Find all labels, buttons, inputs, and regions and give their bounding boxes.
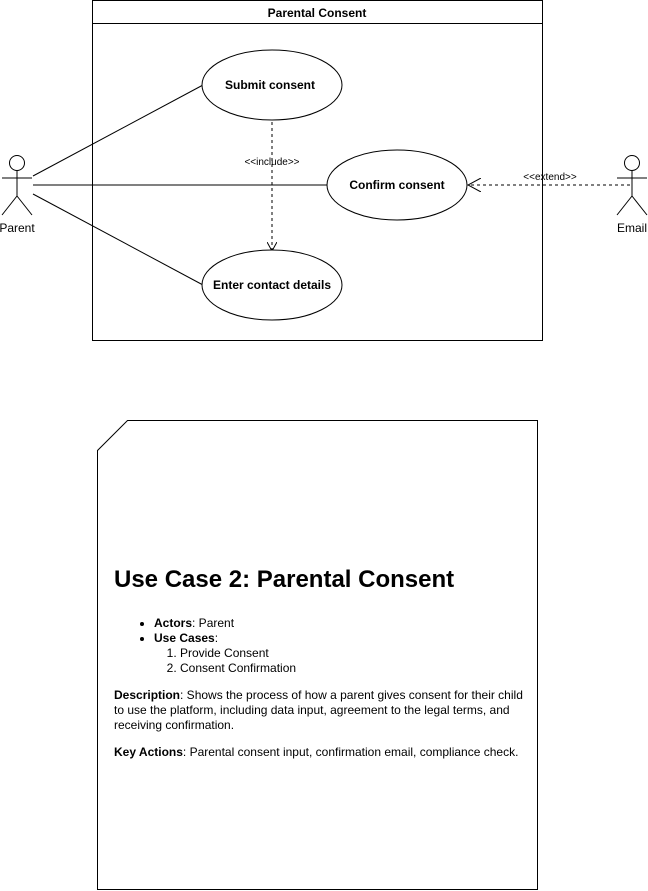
actors-value: : Parent	[192, 616, 235, 630]
stick-figure-icon	[1, 155, 33, 216]
note-title: Use Case 2: Parental Consent	[114, 566, 455, 593]
note-content: Use Case 2: Parental Consent Actors: Par…	[114, 566, 526, 760]
stick-figure-icon	[616, 155, 648, 216]
use-case-confirm-label: Confirm consent	[349, 178, 444, 192]
note-card[interactable]	[97, 420, 538, 890]
include-label: <<include>>	[244, 157, 299, 168]
use-cases-label: Use Cases	[154, 631, 215, 645]
use-case-submit-label: Submit consent	[225, 78, 315, 92]
use-case-item: Consent Confirmation	[180, 661, 526, 676]
association-parent-submit[interactable]	[32, 84, 204, 177]
boundary-title: Parental Consent	[268, 6, 367, 20]
note-key-actions: Key Actions: Parental consent input, con…	[114, 745, 526, 760]
extend-label: <<extend>>	[523, 172, 577, 183]
key-actions-text: : Parental consent input, confirmation e…	[182, 745, 519, 759]
actor-email-label: Email	[617, 221, 647, 235]
actor-email[interactable]	[616, 155, 648, 216]
key-actions-label: Key Actions	[114, 745, 183, 759]
association-parent-enter[interactable]	[32, 193, 204, 286]
note-actors-item: Actors: Parent	[154, 616, 526, 631]
actor-parent-label: Parent	[0, 221, 35, 235]
actor-parent[interactable]	[1, 155, 33, 216]
use-case-enter-contact-details[interactable]: Enter contact details	[201, 249, 343, 321]
actors-label: Actors	[154, 616, 193, 630]
description-text: : Shows the process of how a parent give…	[114, 688, 523, 732]
use-case-enter-label: Enter contact details	[213, 278, 331, 292]
use-case-submit-consent[interactable]: Submit consent	[201, 49, 343, 121]
note-bullet-list: Actors: Parent Use Cases: Provide Consen…	[114, 616, 526, 676]
note-description: Description: Shows the process of how a …	[114, 688, 526, 733]
use-cases-suffix: :	[214, 631, 219, 645]
description-label: Description	[114, 688, 181, 702]
use-case-numbered-list: Provide Consent Consent Confirmation	[154, 646, 526, 676]
use-case-item: Provide Consent	[180, 646, 526, 661]
note-use-cases-item: Use Cases: Provide Consent Consent Confi…	[154, 631, 526, 676]
use-case-confirm-consent[interactable]: Confirm consent	[326, 149, 468, 221]
